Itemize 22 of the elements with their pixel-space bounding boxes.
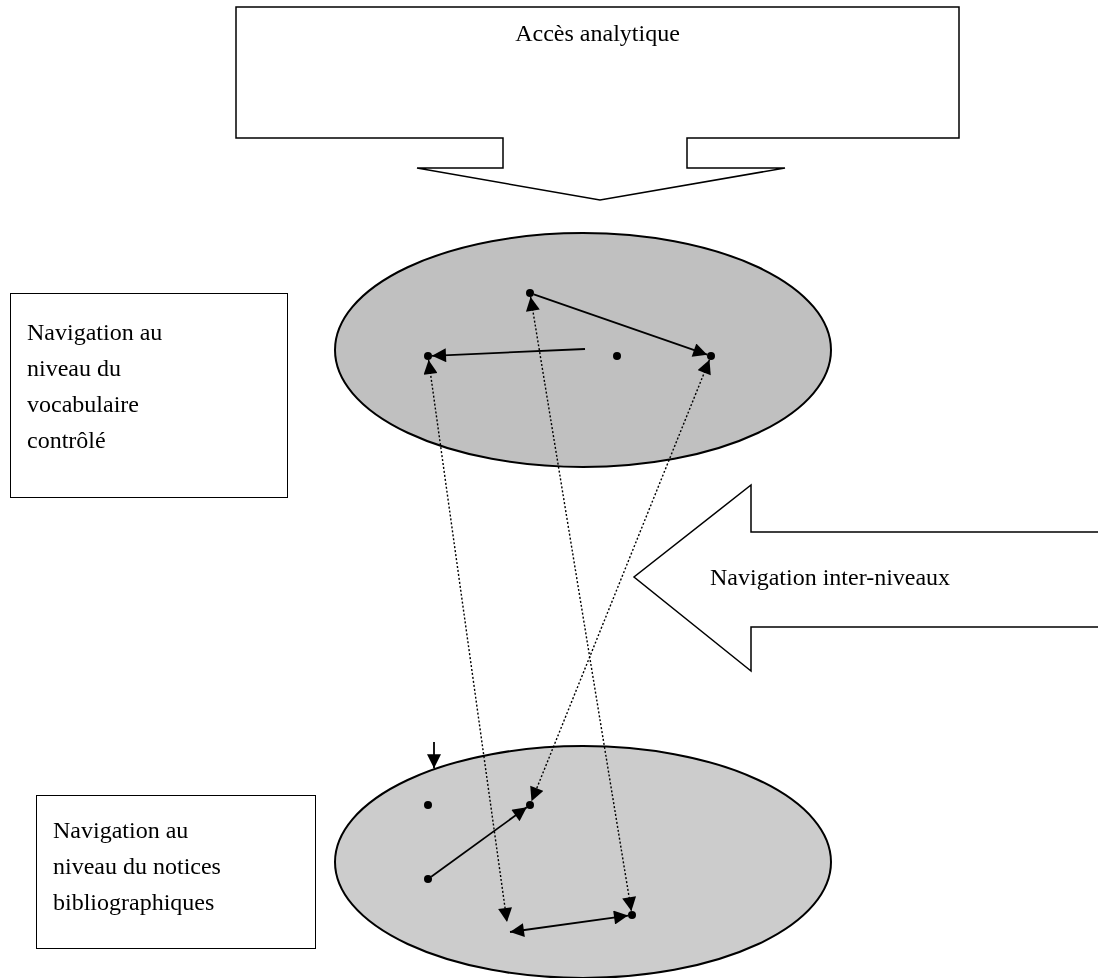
dot <box>628 911 636 919</box>
arrow <box>430 806 528 878</box>
arrow <box>431 348 586 363</box>
dot <box>424 801 432 809</box>
dot <box>707 352 715 360</box>
label: Accès analytique <box>514 19 681 48</box>
dot <box>424 352 432 360</box>
text-box <box>36 795 316 949</box>
arrow <box>532 293 709 357</box>
dotted-arrow <box>530 359 711 802</box>
dotted-arrow <box>525 296 637 912</box>
dot <box>526 289 534 297</box>
arrow <box>509 910 629 937</box>
dot <box>613 352 621 360</box>
dot <box>526 801 534 809</box>
label: Navigation au niveau du notices bibliographiques <box>53 816 222 917</box>
label: Navigation au niveau du vocabulaire contrôlé <box>27 318 164 455</box>
text-box <box>10 293 288 498</box>
arrow <box>427 741 441 770</box>
dot <box>424 875 432 883</box>
dotted-arrow <box>423 359 512 923</box>
label: Navigation inter-niveaux <box>710 563 952 592</box>
